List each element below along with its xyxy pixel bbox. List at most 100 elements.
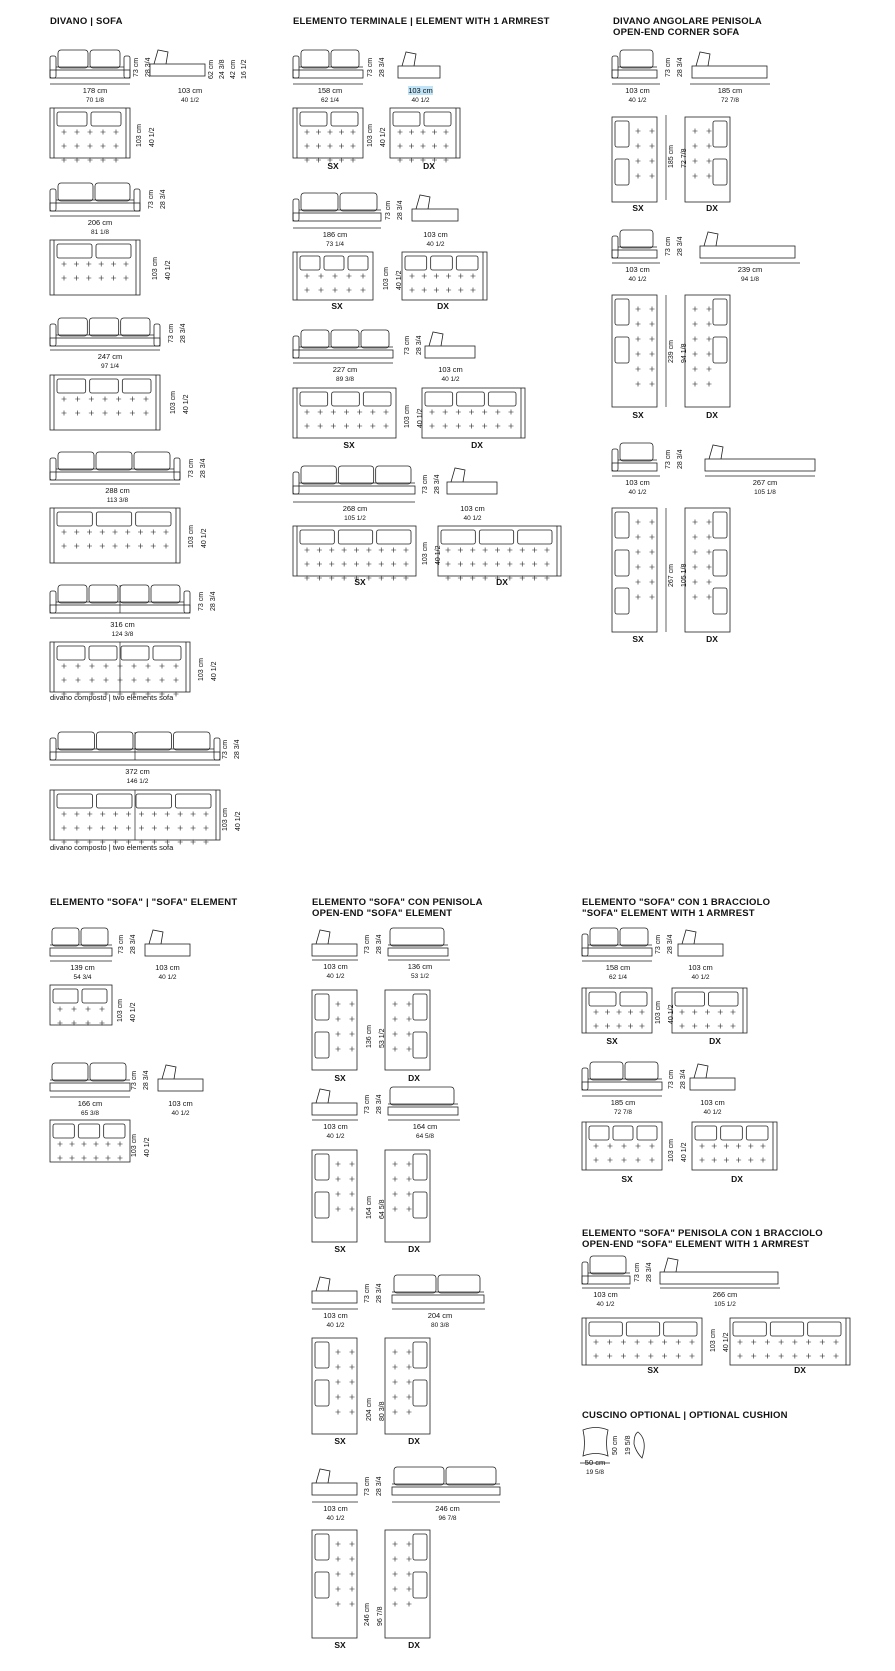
seat-mark bbox=[432, 143, 437, 149]
seat-mark bbox=[350, 143, 356, 149]
plan-back-cushion bbox=[712, 511, 728, 539]
back-cushion bbox=[88, 317, 120, 337]
plan-back-cushion bbox=[517, 529, 553, 545]
depth-cm-v: 103 cm bbox=[383, 267, 390, 290]
plan-back-cushion bbox=[152, 645, 182, 661]
plan-back-cushion bbox=[314, 1153, 330, 1181]
height-in: 28 3/4 bbox=[180, 323, 187, 343]
seat-mark bbox=[335, 1176, 341, 1182]
seat-mark bbox=[607, 1157, 613, 1163]
width-in: 62 1/4 bbox=[608, 974, 628, 981]
plan-back-cushion bbox=[330, 111, 359, 127]
seat-mark bbox=[649, 519, 655, 525]
seat-mark bbox=[123, 275, 129, 281]
seat-mark bbox=[392, 1191, 398, 1197]
title-line-2: OPEN-END "SOFA" ELEMENT WITH 1 ARMREST bbox=[582, 1239, 810, 1250]
side-left: SX bbox=[632, 203, 644, 213]
seat-mark bbox=[335, 1394, 341, 1400]
back-cushion-profile bbox=[693, 1063, 709, 1079]
height-cm: 73 cm bbox=[188, 458, 195, 478]
seat-mark bbox=[593, 1143, 599, 1149]
seat-mark bbox=[341, 547, 347, 553]
seat-mark bbox=[482, 409, 488, 415]
seat-mark bbox=[357, 409, 363, 415]
seat-mark bbox=[406, 1394, 412, 1400]
sofa-arm bbox=[581, 933, 589, 957]
side-left: SX bbox=[327, 161, 339, 171]
sofa-base bbox=[292, 485, 416, 495]
plan-back-cushion bbox=[56, 793, 93, 809]
width-cm: 204 cm bbox=[427, 1311, 453, 1320]
seat-mark bbox=[105, 1141, 111, 1147]
width-cm: 166 cm bbox=[77, 1099, 103, 1108]
plan-back-cushion bbox=[323, 255, 345, 271]
height-in: 28 3/4 bbox=[397, 200, 404, 220]
seat-mark bbox=[103, 691, 109, 697]
seat-mark bbox=[304, 273, 310, 279]
seat-mark bbox=[61, 157, 67, 163]
width-in: 64 5/8 bbox=[415, 1133, 435, 1140]
seat-mark bbox=[649, 594, 655, 600]
seat-mark bbox=[99, 543, 105, 549]
plan-back-cushion bbox=[347, 255, 369, 271]
width-in: 65 3/8 bbox=[80, 1110, 100, 1117]
title-line-1: ELEMENTO "SOFA" CON 1 BRACCIOLO bbox=[582, 897, 771, 908]
sofa-base bbox=[391, 1294, 485, 1304]
sofa-arm bbox=[49, 457, 57, 481]
sofa-arm bbox=[123, 55, 131, 79]
seat-mark bbox=[409, 129, 414, 135]
seat-mark bbox=[346, 273, 352, 279]
back-cushion bbox=[57, 584, 88, 604]
seat-mark bbox=[593, 1023, 599, 1029]
back-cushion bbox=[339, 192, 378, 212]
cushion-side-icon bbox=[633, 1431, 645, 1459]
seat-mark bbox=[335, 1556, 341, 1562]
length-cm-v: 164 cm bbox=[366, 1196, 373, 1219]
height-cm: 73 cm bbox=[364, 1094, 371, 1114]
seat-mark bbox=[378, 561, 384, 567]
seat-mark bbox=[692, 594, 698, 600]
plan-back-cushion bbox=[769, 1321, 805, 1337]
width-in: 105 1/8 bbox=[754, 489, 776, 496]
seat-mark bbox=[349, 1031, 355, 1037]
element-side-view bbox=[157, 1078, 204, 1092]
seat-mark bbox=[692, 534, 698, 540]
seat-mark bbox=[457, 575, 463, 581]
plan-back-cushion bbox=[412, 1153, 428, 1181]
side-right: DX bbox=[423, 161, 435, 171]
seat-mark bbox=[421, 287, 427, 293]
seat-mark bbox=[470, 561, 476, 567]
back-cushion bbox=[119, 584, 150, 604]
height-in: 28 3/4 bbox=[376, 1476, 383, 1496]
seat-mark bbox=[409, 273, 415, 279]
seat-mark bbox=[61, 410, 67, 416]
seat-mark bbox=[635, 579, 641, 585]
seat-mark bbox=[87, 129, 93, 135]
back-cushion bbox=[393, 1466, 445, 1486]
seat-mark bbox=[634, 1339, 640, 1345]
seat-mark bbox=[126, 811, 132, 817]
seat-mark bbox=[544, 547, 550, 553]
seat-mark bbox=[706, 306, 712, 312]
seat-mark bbox=[392, 1394, 398, 1400]
seat-mark bbox=[357, 423, 363, 429]
height-cm: 73 cm bbox=[198, 591, 205, 611]
seat-mark bbox=[383, 423, 389, 429]
seat-mark bbox=[304, 423, 310, 429]
seat-mark bbox=[87, 143, 93, 149]
seat-mark bbox=[126, 825, 132, 831]
depth-in: 40 1/2 bbox=[628, 489, 647, 496]
depth-in-v: 40 1/2 bbox=[681, 1142, 688, 1162]
seat-mark bbox=[85, 1020, 91, 1026]
seat-mark bbox=[75, 691, 81, 697]
seat-mark bbox=[61, 129, 67, 135]
seat-mark bbox=[113, 143, 119, 149]
title-line-2: OPEN-END "SOFA" ELEMENT bbox=[312, 908, 453, 919]
seat-mark bbox=[635, 306, 641, 312]
seat-mark bbox=[378, 547, 384, 553]
sofa-base bbox=[49, 471, 181, 481]
seat-mark bbox=[442, 423, 448, 429]
seat-mark bbox=[349, 1601, 355, 1607]
length-in-v: 80 3/8 bbox=[379, 1401, 386, 1421]
seat-mark bbox=[406, 1206, 412, 1212]
